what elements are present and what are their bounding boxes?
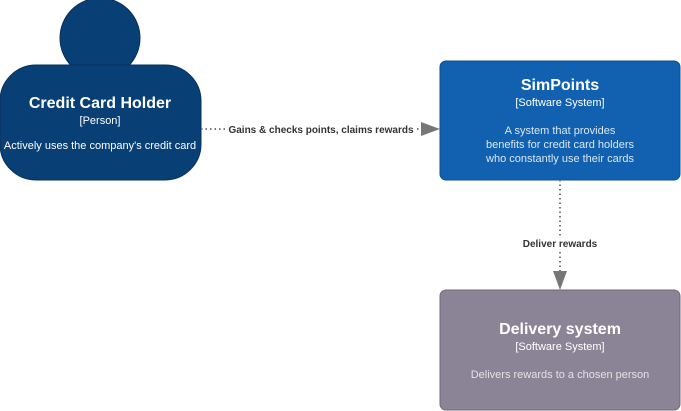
system-simpoints[interactable]: SimPoints [Software System] A system tha…: [439, 60, 681, 181]
delivery-title: Delivery system: [499, 321, 621, 338]
simpoints-description-line: A system that provides: [505, 125, 616, 137]
delivery-box: [439, 289, 681, 411]
person-credit-card-holder[interactable]: Credit Card Holder [Person] Actively use…: [0, 0, 202, 181]
simpoints-description-line: who constantly use their cards: [485, 153, 634, 165]
delivery-description: Delivers rewards to a chosen person: [471, 369, 650, 381]
arrow-right-icon: [421, 122, 440, 136]
edge-simpoints-to-delivery: Deliver rewards: [520, 180, 600, 290]
edge-label-deliver: Deliver rewards: [523, 239, 598, 250]
edge-person-to-simpoints: Gains & checks points, claims rewards: [201, 122, 440, 136]
simpoints-type: [Software System]: [515, 97, 604, 109]
person-title: Credit Card Holder: [29, 95, 171, 112]
person-description: Actively uses the company's credit card: [4, 140, 196, 152]
simpoints-title: SimPoints: [521, 77, 599, 94]
edge-label-gains: Gains & checks points, claims rewards: [228, 125, 414, 136]
person-body: [0, 64, 202, 181]
system-delivery[interactable]: Delivery system [Software System] Delive…: [439, 289, 681, 411]
delivery-type: [Software System]: [515, 341, 604, 353]
simpoints-description-line: benefits for credit card holders: [486, 139, 634, 151]
arrow-down-icon: [553, 271, 567, 290]
person-type: [Person]: [80, 115, 121, 127]
edge-label-background: [520, 236, 600, 250]
edge-label-background: [228, 122, 414, 136]
